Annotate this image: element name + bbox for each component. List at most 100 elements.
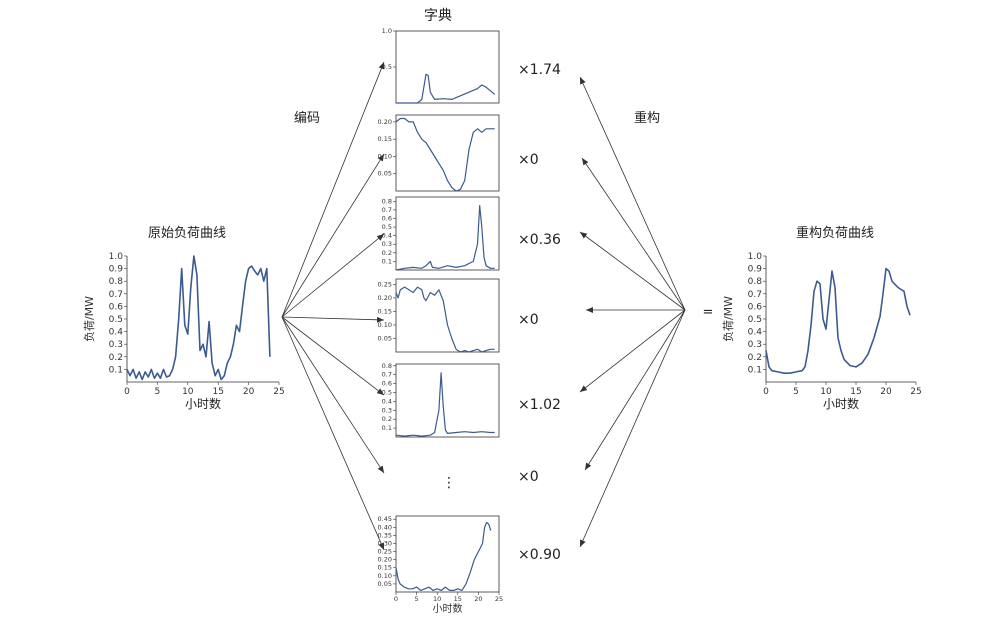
dict3-ytick-label: 0.1 <box>382 257 392 265</box>
dict5-ytick-label: 0.7 <box>382 371 392 379</box>
reconstructed-xtick-label: 15 <box>850 387 861 397</box>
dict3-frame <box>395 196 500 271</box>
reconstruct-arrow-3 <box>579 231 686 311</box>
dict5-ytick-label: 0.6 <box>382 380 392 388</box>
original-xtick-label: 10 <box>182 387 194 397</box>
dictionary-atom-2-chart: 0.05 0.10 0.15 0.20 <box>378 114 500 192</box>
dict3-ytick-label: 0.4 <box>382 232 392 240</box>
dict3-ytick-label: 0.7 <box>382 206 392 214</box>
original-series-line <box>126 255 271 381</box>
encode-arrow-1 <box>281 61 385 318</box>
coefficient-2: ×0 <box>518 152 539 168</box>
coefficients: ×1.74 ×0 ×0.36 ×0 ×1.02 ×0 ×0.90 <box>518 62 561 563</box>
reconstructed-ytick-label: 0.5 <box>748 315 762 325</box>
dict7-xtick-label: 5 <box>415 595 419 603</box>
dict1-ytick-label: 0.5 <box>382 63 392 71</box>
original-ytick-label: 0.3 <box>109 340 123 350</box>
reconstructed-xtick-label: 10 <box>820 387 832 397</box>
reconstructed-xtick-label: 20 <box>880 387 892 397</box>
reconstructed-series-line <box>765 267 911 374</box>
equals-sign: = <box>703 305 714 320</box>
original-ytick-label: 0.5 <box>109 315 123 325</box>
reconstructed-ytick-label: 0.9 <box>748 265 763 275</box>
reconstructed-ytick-label: 0.3 <box>748 340 762 350</box>
ellipsis: ⋮ <box>442 475 456 491</box>
dict3-series-line <box>395 205 495 271</box>
coefficient-3: ×0.36 <box>518 232 561 248</box>
dict7-ytick-label: 0.10 <box>378 572 392 580</box>
reconstructed-xlabel: 小时数 <box>823 396 859 411</box>
dict5-ytick-label: 0.4 <box>382 397 392 405</box>
coefficient-1: ×1.74 <box>518 62 561 78</box>
dict1-frame <box>395 30 500 104</box>
original-curve-title: 原始负荷曲线 <box>148 226 226 241</box>
dict7-ytick-label: 0.15 <box>378 564 392 572</box>
dict3-ytick-label: 0.3 <box>382 240 392 248</box>
dictionary-title: 字典 <box>424 8 452 24</box>
reconstructed-curve-title: 重构负荷曲线 <box>796 225 874 241</box>
reconstructed-ylabel: 负荷/MW <box>721 296 735 342</box>
original-xtick-label: 15 <box>212 387 223 397</box>
original-ytick-label: 0.4 <box>109 328 124 338</box>
original-ytick-label: 0.1 <box>109 365 123 375</box>
reconstruct-arrows <box>579 76 686 548</box>
original-ytick-label: 1.0 <box>109 252 124 262</box>
coefficient-6: ×0 <box>518 469 539 485</box>
dict7-xtick-label: 20 <box>474 595 482 603</box>
dict4-ytick-label: 0.20 <box>378 294 392 302</box>
dict7-ytick-label: 0.30 <box>378 539 392 547</box>
dict4-ytick-label: 0.10 <box>378 321 392 329</box>
original-ytick-label: 0.2 <box>109 353 123 363</box>
dict7-frame <box>395 515 500 593</box>
reconstruct-arrow-2 <box>581 157 686 311</box>
dict7-xtick-label: 10 <box>433 595 441 603</box>
coefficient-4: ×0 <box>518 312 539 328</box>
dict2-frame <box>395 114 500 192</box>
encode-arrow-4 <box>281 316 385 323</box>
dict5-series-line <box>395 372 495 437</box>
dict7-ytick-label: 0.45 <box>378 515 392 523</box>
original-ylabel: 负荷/MW <box>82 296 96 342</box>
reconstructed-xtick-label: 0 <box>763 387 769 397</box>
coefficient-7: ×0.90 <box>518 547 561 563</box>
dict7-ytick-label: 0.35 <box>378 531 392 539</box>
dict5-ytick-label: 0.8 <box>382 362 392 370</box>
dict2-ytick-label: 0.15 <box>378 135 392 143</box>
reconstruct-arrow-1 <box>579 76 686 311</box>
original-ytick-label: 0.9 <box>109 265 124 275</box>
coefficient-5: ×1.02 <box>518 397 561 413</box>
dict2-series-line <box>395 117 495 192</box>
reconstructed-ytick-label: 0.7 <box>748 290 762 300</box>
reconstructed-ytick-label: 0.1 <box>748 365 762 375</box>
dict3-ytick-label: 0.8 <box>382 197 392 205</box>
original-ytick-label: 0.6 <box>109 302 124 312</box>
dictionary-atom-1-chart: 0.51.0 <box>382 27 500 104</box>
dict7-ytick-label: 0.25 <box>378 548 392 556</box>
reconstructed-xtick-label: 25 <box>910 387 921 397</box>
dict2-ytick-label: 0.20 <box>378 118 392 126</box>
reconstructed-ytick-label: 0.4 <box>748 328 763 338</box>
dict3-ytick-label: 0.6 <box>382 214 392 222</box>
dict2-ytick-label: 0.10 <box>378 152 392 160</box>
dict4-series-line <box>395 286 495 353</box>
dict7-xtick-label: 25 <box>495 595 503 603</box>
reconstructed-ytick-label: 0.8 <box>748 277 763 287</box>
encode-arrow-6 <box>281 316 385 474</box>
encode-arrow-7 <box>281 316 385 551</box>
encode-label: 编码 <box>294 111 320 126</box>
reconstruct-arrow-5 <box>579 309 686 393</box>
dict2-ytick-label: 0.05 <box>378 170 392 178</box>
dict5-ytick-label: 0.5 <box>382 388 392 396</box>
dict7-ytick-label: 0.40 <box>378 523 392 531</box>
original-ytick-label: 0.7 <box>109 290 123 300</box>
dictionary-atom-3-chart: 0.10.20.30.40.50.60.70.8 <box>382 196 500 271</box>
dict3-ytick-label: 0.5 <box>382 223 392 231</box>
dict4-ytick-label: 0.15 <box>378 307 392 315</box>
dict7-series-line <box>395 521 492 591</box>
reconstructed-xtick-label: 5 <box>793 387 799 397</box>
dict1-series-line <box>396 73 496 104</box>
